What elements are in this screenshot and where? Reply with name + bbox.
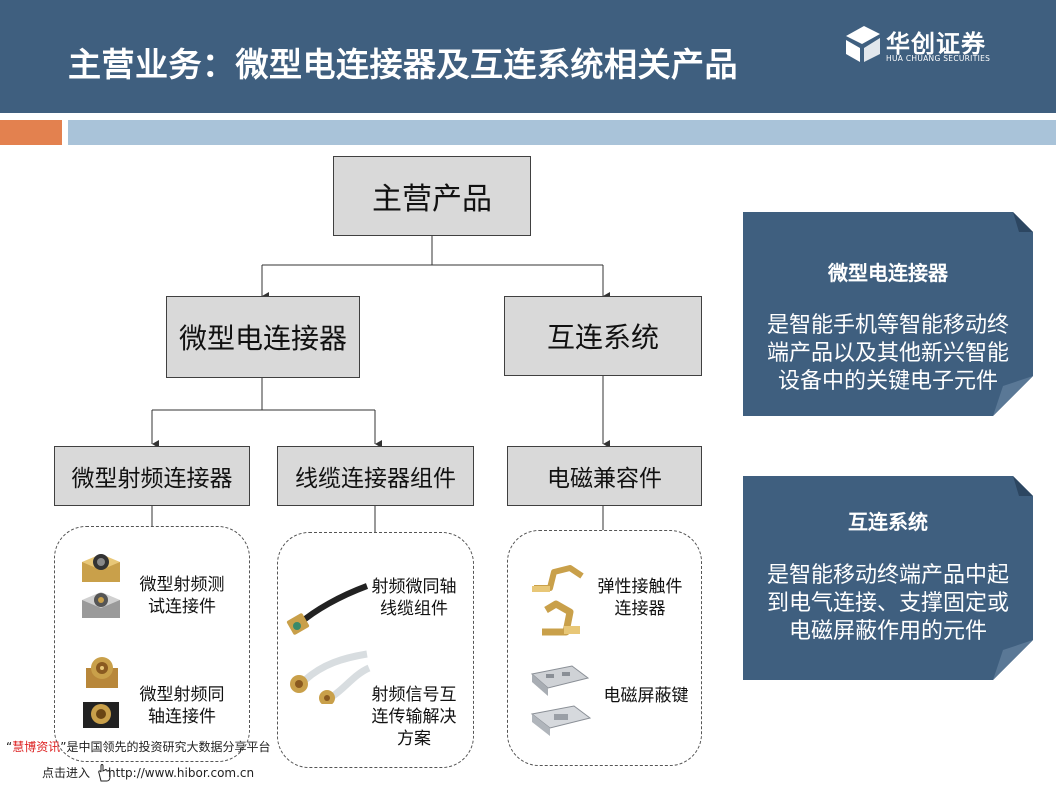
logo-english-name: HUA CHUANG SECURITIES — [886, 54, 991, 63]
emi-shield-image-2 — [530, 705, 592, 736]
watermark-brand[interactable]: 慧博资讯 — [12, 740, 61, 754]
side-panel-interconnect-line3: 电磁屏蔽作用的元件 — [788, 619, 987, 644]
side-panel-micro-body: 是智能手机等智能移动终 端产品以及其他新兴智能 设备中的关键电子元件 — [743, 312, 1033, 396]
spring-contact-image — [532, 565, 584, 592]
watermark-text: ”是中国领先的投资研究大数据分享平台 — [60, 740, 271, 754]
side-panel-interconnect-title: 互连系统 — [848, 510, 928, 534]
product-rf-coax-line1: 微型射频同 — [139, 685, 225, 705]
watermark-link-line: 点击进入 http://www.hibor.com.cn — [42, 764, 254, 781]
side-panel-micro-line2: 端产品以及其他新兴智能 — [766, 341, 1009, 366]
node-interconnect-system: 互连系统 — [504, 296, 702, 376]
watermark-line: “慧博资讯”是中国领先的投资研究大数据分享平台 — [6, 738, 270, 755]
watermark-enter-label: 点击进入 — [42, 766, 91, 780]
rf-signal-cable-image — [290, 650, 371, 704]
product-signal-solution-line1: 射频信号互 — [371, 685, 457, 705]
pointer-hand-icon — [98, 764, 111, 782]
watermark-url-link[interactable]: http://www.hibor.com.cn — [108, 766, 255, 780]
logo-mark-icon — [846, 26, 880, 62]
product-emi-shield-label: 电磁屏蔽键 — [596, 685, 696, 707]
product-rf-test-label: 微型射频测 试连接件 — [128, 574, 236, 618]
logo-chinese-name: 华创证券 — [886, 30, 986, 58]
product-rf-coax-line2: 轴连接件 — [148, 707, 216, 727]
rf-test-connector-image-2 — [82, 592, 120, 618]
product-coax-cable-line1: 射频微同轴 — [371, 577, 457, 597]
watermark-quote: “ — [6, 740, 13, 754]
product-spring-contact-line1: 弹性接触件 — [597, 577, 683, 597]
node-main-products: 主营产品 — [333, 156, 531, 236]
panel-fold-top-icon — [1013, 476, 1033, 496]
product-signal-solution-line3: 方案 — [397, 729, 431, 749]
accent-bar-orange — [0, 120, 62, 145]
rf-coax-connector-image-2 — [83, 702, 119, 728]
product-rf-coax-label: 微型射频同 轴连接件 — [128, 684, 236, 728]
page-title: 主营业务：微型电连接器及互连系统相关产品 — [68, 45, 738, 84]
company-logo: 华创证券 HUA CHUANG SECURITIES — [844, 22, 1004, 70]
rf-test-connector-image — [82, 554, 120, 582]
side-panel-micro-title: 微型电连接器 — [828, 261, 948, 285]
product-spring-contact-line2: 连接器 — [614, 599, 666, 619]
rf-coax-connector-image — [86, 657, 118, 688]
panel-fold-bottom-icon — [993, 640, 1033, 680]
product-group-cable — [277, 532, 474, 768]
node-cable-assembly: 线缆连接器组件 — [277, 446, 474, 506]
product-rf-test-line1: 微型射频测 — [139, 575, 225, 595]
product-spring-contact-label: 弹性接触件 连接器 — [588, 576, 692, 620]
accent-bar-blue — [68, 120, 1056, 145]
product-coax-cable-label: 射频微同轴 线缆组件 — [360, 576, 468, 620]
spring-contact-image-2 — [542, 600, 580, 636]
product-signal-solution-label: 射频信号互 连传输解决 方案 — [360, 684, 468, 750]
product-rf-test-line2: 试连接件 — [148, 597, 216, 617]
emi-shield-image — [530, 665, 590, 696]
product-emi-shield-line1: 电磁屏蔽键 — [603, 686, 689, 706]
side-panel-interconnect: 互连系统 是智能移动终端产品中起 到电气连接、支撑固定或 电磁屏蔽作用的元件 — [743, 476, 1033, 680]
panel-fold-bottom-icon — [993, 376, 1033, 416]
side-panel-micro-line3: 设备中的关键电子元件 — [777, 369, 998, 394]
side-panel-interconnect-line1: 是智能移动终端产品中起 — [766, 563, 1009, 588]
product-coax-cable-line2: 线缆组件 — [380, 599, 448, 619]
header-banner: 主营业务：微型电连接器及互连系统相关产品 华创证券 HUA CHUANG SEC… — [0, 0, 1056, 113]
side-panel-micro-connector: 微型电连接器 是智能手机等智能移动终 端产品以及其他新兴智能 设备中的关键电子元… — [743, 212, 1033, 416]
product-signal-solution-line2: 连传输解决 — [371, 707, 457, 727]
side-panel-micro-line1: 是智能手机等智能移动终 — [766, 313, 1009, 338]
panel-fold-top-icon — [1013, 212, 1033, 232]
micro-coax-cable-image — [286, 583, 369, 635]
side-panel-interconnect-body: 是智能移动终端产品中起 到电气连接、支撑固定或 电磁屏蔽作用的元件 — [743, 562, 1033, 646]
side-panel-interconnect-line2: 到电气连接、支撑固定或 — [766, 591, 1009, 616]
node-emc-part: 电磁兼容件 — [507, 446, 702, 506]
node-rf-connector: 微型射频连接器 — [54, 446, 250, 506]
node-micro-connector: 微型电连接器 — [166, 296, 360, 378]
